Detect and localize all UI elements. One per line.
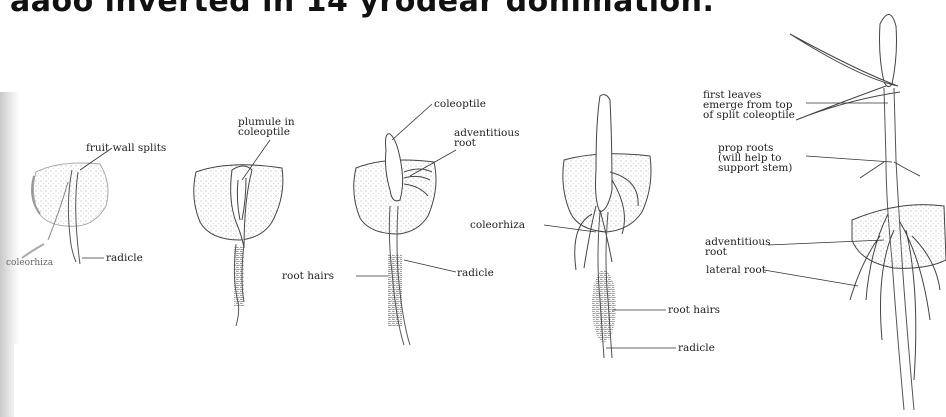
label-adventitious-root-2: adventitious root [705, 237, 771, 257]
label-adventitious-root-1: adventitious root [454, 128, 520, 148]
label-coleorhiza-2: coleorhiza [470, 220, 525, 230]
label-prop-roots: prop roots (will help to support stem) [718, 143, 792, 173]
blank-panel [14, 344, 390, 417]
label-fruit-wall-splits: fruit wall splits [86, 143, 166, 153]
label-radicle-3: radicle [678, 343, 715, 353]
label-root-hairs-2: root hairs [668, 305, 720, 315]
stage-4-grain [563, 95, 651, 358]
leader-prop-roots [806, 156, 892, 162]
stage-1-grain [22, 163, 108, 264]
label-first-leaves: first leaves emerge from top of split co… [703, 90, 795, 120]
stage-2-grain [194, 165, 283, 326]
label-coleorhiza-1: coleorhiza [6, 258, 53, 268]
label-root-hairs-1: root hairs [282, 271, 334, 281]
label-lateral-root: lateral root [706, 265, 766, 275]
label-coleoptile: coleoptile [434, 99, 486, 109]
stage-5-seedling [790, 14, 946, 410]
label-radicle-2: radicle [457, 268, 494, 278]
leader-radicle-2 [404, 260, 456, 272]
leader-lateral-root [764, 270, 858, 286]
stage-3-grain [354, 134, 436, 345]
label-plumule-in-coleoptile: plumule in coleoptile [238, 117, 295, 137]
leader-coleoptile [392, 104, 432, 140]
label-radicle-1: radicle [106, 253, 143, 263]
